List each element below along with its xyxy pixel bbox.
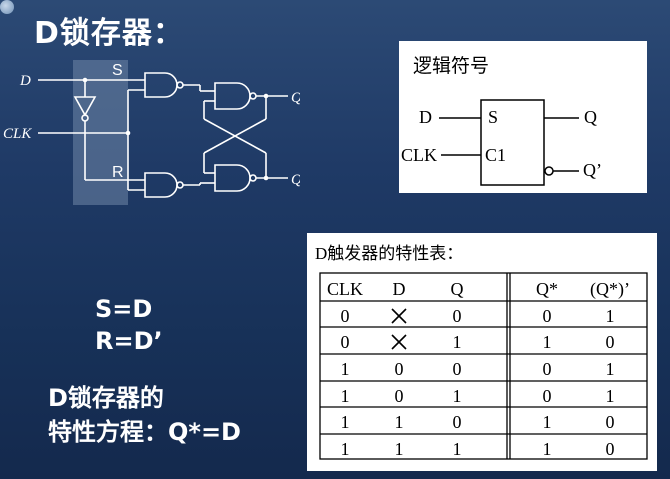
logic-symbol-svg <box>439 99 579 186</box>
table-cell: 0 <box>542 386 552 406</box>
table-cell: 1 <box>340 412 350 432</box>
table-cell: 0 <box>340 332 350 352</box>
table-cell: 1 <box>340 386 350 406</box>
table-cell: 0 <box>452 306 462 326</box>
table-cell: 1 <box>605 359 615 379</box>
table-cell: 0 <box>605 439 615 459</box>
table-cell: 1 <box>452 439 462 459</box>
table-cell: 0 <box>452 412 462 432</box>
table-cell: 1 <box>340 359 350 379</box>
circuit-input-d: D <box>19 73 31 89</box>
symbol-output-q: Q <box>584 107 597 127</box>
table-cell: 1 <box>394 412 404 432</box>
characteristic-equation-line1: D锁存器的 <box>48 384 164 412</box>
slide-title: D锁存器： <box>34 16 184 51</box>
circuit-input-clk: CLK <box>3 126 32 142</box>
table-cell: 1 <box>605 306 615 326</box>
symbol-input-d: D <box>419 107 432 127</box>
table-cell: 1 <box>452 386 462 406</box>
characteristic-equation-line2: 特性方程：Q*=D <box>48 418 241 446</box>
table-cell: 1 <box>340 439 350 459</box>
table-header-cell: (Q*)’ <box>590 279 630 299</box>
table-cell: 1 <box>605 386 615 406</box>
table-cell: 1 <box>452 332 462 352</box>
characteristic-table-panel: D触发器的特性表： CLK D Q Q* (Q*)’ 0 0 0 1 0 1 1 0 1 0 0 0 1 1 0 1 0 1… <box>307 233 657 471</box>
dont-care-x-icon <box>391 308 407 324</box>
table-cell: 0 <box>394 359 404 379</box>
circuit-label-r: R <box>112 164 124 181</box>
table-cell: 0 <box>605 332 615 352</box>
table-cell: 0 <box>542 306 552 326</box>
symbol-input-clk: CLK <box>401 145 437 165</box>
circuit-output-qn: Q' <box>291 172 300 188</box>
circuit-output-q: Q <box>291 90 300 106</box>
corner-logo-icon <box>0 0 14 14</box>
equation-s: S=D <box>95 295 153 323</box>
dont-care-x-icon <box>391 334 407 350</box>
logic-symbol-panel: 逻辑符号 D CLK S C1 Q Q’ <box>399 41 647 193</box>
table-header-cell: Q <box>450 279 464 299</box>
table-cell: 0 <box>605 412 615 432</box>
table-cell: 1 <box>394 439 404 459</box>
table-header-cell: Q* <box>536 279 558 299</box>
d-latch-circuit: D CLK S R Q Q' <box>0 55 306 215</box>
circuit-label-s: S <box>112 62 123 79</box>
table-header-cell: CLK <box>327 279 363 299</box>
circuit-svg: D CLK S R Q Q' <box>3 60 306 205</box>
table-grid-svg <box>319 272 648 460</box>
table-cell: 1 <box>542 412 552 432</box>
table-cell: 0 <box>394 386 404 406</box>
equation-r: R=D’ <box>95 327 163 355</box>
table-cell: 0 <box>340 306 350 326</box>
logic-symbol-title: 逻辑符号 <box>413 55 490 77</box>
table-cell: 1 <box>542 332 552 352</box>
symbol-pin-s: S <box>488 107 499 127</box>
table-cell: 1 <box>542 439 552 459</box>
table-cell: 0 <box>542 359 552 379</box>
symbol-pin-c1: C1 <box>485 145 507 165</box>
symbol-output-qn: Q’ <box>583 160 602 180</box>
table-header-cell: D <box>392 279 406 299</box>
table-cell: 0 <box>452 359 462 379</box>
table-title: D触发器的特性表： <box>315 244 464 263</box>
